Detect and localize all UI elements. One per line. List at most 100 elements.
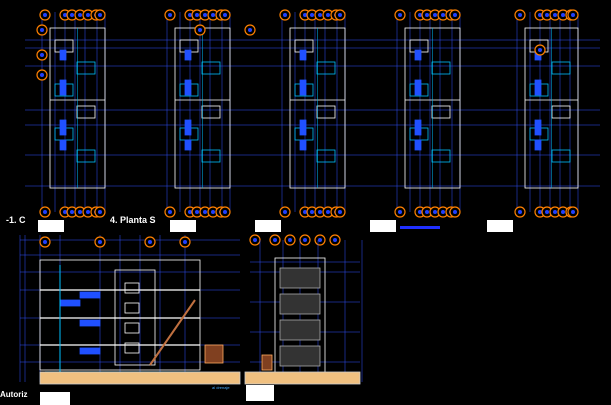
room xyxy=(201,105,221,119)
fixture xyxy=(534,139,542,151)
facade-title-block xyxy=(246,385,274,401)
title-block-4 xyxy=(370,220,396,232)
grid-bubble-dot xyxy=(338,210,342,214)
grid-bubble-dot xyxy=(253,238,257,242)
facade-panel xyxy=(279,293,321,315)
facade-panel xyxy=(279,345,321,367)
grid-bubble-dot xyxy=(310,210,314,214)
grid-bubble-dot xyxy=(425,210,429,214)
grid-bubble-dot xyxy=(183,240,187,244)
room xyxy=(201,149,221,163)
grid-bubble-dot xyxy=(223,13,227,17)
window xyxy=(124,342,140,354)
grid-bubble-dot xyxy=(303,13,307,17)
stair xyxy=(149,299,196,366)
grid-bubble-dot xyxy=(318,238,322,242)
grid-bubble-dot xyxy=(453,210,457,214)
room xyxy=(551,105,571,119)
grid-bubble-dot xyxy=(148,240,152,244)
fixture xyxy=(184,139,192,151)
fixture xyxy=(184,119,192,136)
grid-bubble-dot xyxy=(40,73,44,77)
grid-bubble-dot xyxy=(545,210,549,214)
room xyxy=(551,61,571,75)
fixture xyxy=(59,49,67,61)
title-block-2 xyxy=(170,220,196,232)
stair-block xyxy=(114,269,156,366)
fixture xyxy=(79,291,101,299)
fixture xyxy=(534,79,542,96)
room xyxy=(431,105,451,119)
footer-title-block xyxy=(40,392,70,405)
grid-bubble-dot xyxy=(195,210,199,214)
fixture xyxy=(414,139,422,151)
grid-bubble-dot xyxy=(283,13,287,17)
grid-bubble-dot xyxy=(43,240,47,244)
grid-bubble-dot xyxy=(203,13,207,17)
title-block-3 xyxy=(255,220,281,232)
grid-bubble-dot xyxy=(70,13,74,17)
grid-bubble-dot xyxy=(303,210,307,214)
grid-bubble-dot xyxy=(518,13,522,17)
grid-bubble-dot xyxy=(318,13,322,17)
grid-bubble-dot xyxy=(425,13,429,17)
grid-bubble-dot xyxy=(223,210,227,214)
drainage-note: al drenaje xyxy=(212,385,230,390)
grid-bubble-dot xyxy=(538,210,542,214)
room xyxy=(431,61,451,75)
grid-bubble-dot xyxy=(70,210,74,214)
grid-bubble-dot xyxy=(188,13,192,17)
fixture xyxy=(299,139,307,151)
equipment xyxy=(204,344,224,364)
fixture xyxy=(534,119,542,136)
grid-bubble-dot xyxy=(553,13,557,17)
fixture xyxy=(59,299,81,307)
grid-bubble-dot xyxy=(273,238,277,242)
facade-ground xyxy=(244,371,361,385)
grid-bubble-dot xyxy=(418,210,422,214)
window xyxy=(124,322,140,334)
grid-bubble-dot xyxy=(63,13,67,17)
grid-bubble-dot xyxy=(98,210,102,214)
grid-bubble-dot xyxy=(288,238,292,242)
fixture xyxy=(414,49,422,61)
fixture xyxy=(299,79,307,96)
grid-bubble-dot xyxy=(86,13,90,17)
room xyxy=(76,149,96,163)
grid-bubble-dot xyxy=(561,210,565,214)
fixture xyxy=(79,347,101,355)
fixture xyxy=(414,119,422,136)
fixture xyxy=(299,119,307,136)
grid-bubble-dot xyxy=(318,210,322,214)
grid-bubble-dot xyxy=(211,210,215,214)
grid-bubble-dot xyxy=(441,13,445,17)
grid-bubble-dot xyxy=(203,210,207,214)
fixture xyxy=(59,139,67,151)
window xyxy=(124,302,140,314)
grid-bubble-dot xyxy=(545,13,549,17)
grid-bubble-dot xyxy=(78,210,82,214)
grid-bubble-dot xyxy=(63,210,67,214)
grid-bubble-dot xyxy=(43,13,47,17)
grid-bubble-dot xyxy=(168,210,172,214)
grid-bubble-dot xyxy=(433,210,437,214)
fixture xyxy=(59,79,67,96)
room xyxy=(201,61,221,75)
ground-soil xyxy=(39,371,241,385)
fixture xyxy=(59,119,67,136)
fixture xyxy=(414,79,422,96)
facade-panel xyxy=(279,267,321,289)
grid-bubble-dot xyxy=(211,13,215,17)
room xyxy=(316,149,336,163)
plan-label-1: -1. C xyxy=(6,215,26,225)
grid-bubble-dot xyxy=(538,13,542,17)
footer-label: Autoriz xyxy=(0,390,28,399)
room xyxy=(76,61,96,75)
fixture xyxy=(184,79,192,96)
title-block-1 xyxy=(38,220,64,232)
room xyxy=(76,105,96,119)
grid-bubble-dot xyxy=(418,13,422,17)
grid-bubble-dot xyxy=(310,13,314,17)
grid-bubble-dot xyxy=(326,13,330,17)
